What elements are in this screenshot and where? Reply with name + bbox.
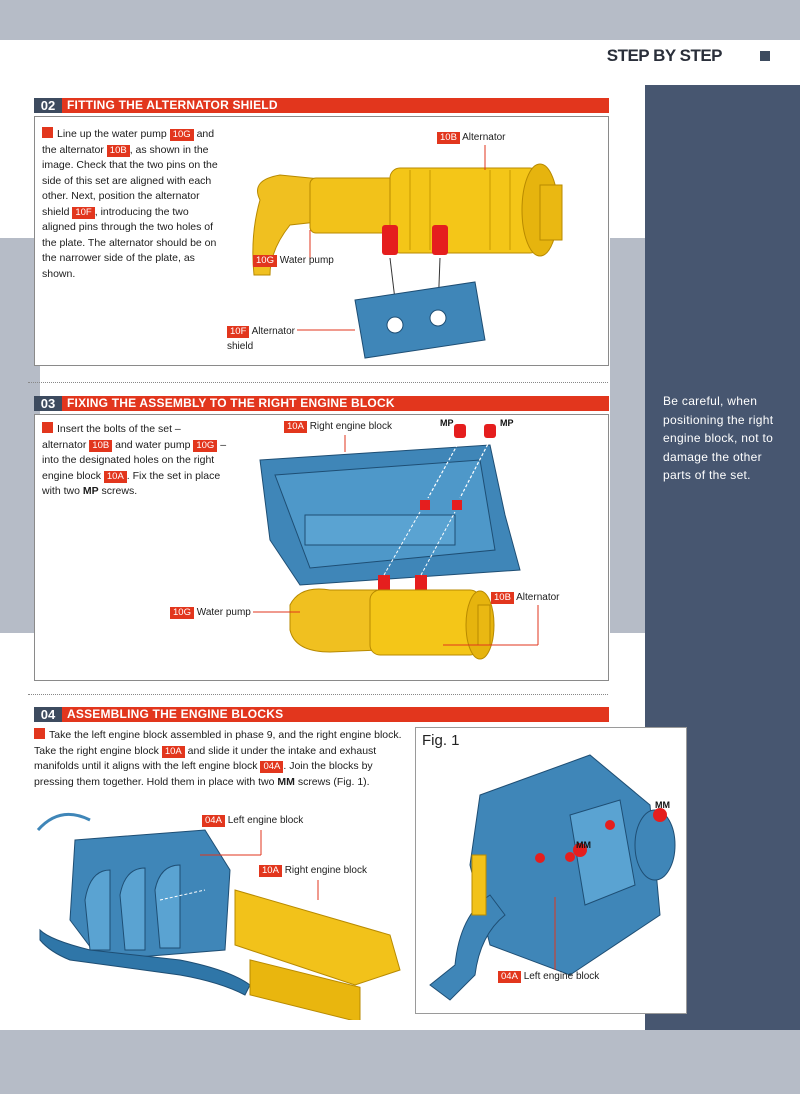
figure-1-label-mm1: MM [655,800,670,810]
step02-illustration [252,145,563,359]
part-tag: 10A [161,745,185,758]
step02-title: FITTING THE ALTERNATOR SHIELD [67,98,278,112]
bullet-square-icon [42,422,53,433]
step04-label-right-block: 10A Right engine block [259,864,367,877]
part-tag: 10F [72,206,95,219]
bullet-square-icon [34,728,45,739]
step02-title-bar [34,98,609,113]
step04-number: 04 [34,707,62,722]
step03-illustration [253,424,539,660]
part-tag: 10A [103,470,127,483]
side-note: Be careful, when positioning the right e… [663,394,774,482]
part-tag: 10G [193,439,218,452]
step03-number: 03 [34,396,62,411]
bottom-band [0,1030,800,1094]
bullet-square-icon [42,127,53,138]
step03-label-mp2: MP [500,418,514,428]
step03-label-block: 10A Right engine block [284,420,392,433]
page-header-title: STEP BY STEP [606,46,723,65]
step02-label-water-pump: 10G Water pump [253,254,334,267]
part-tag: 10B [106,144,130,157]
step02-label-shield: 10F Alternator shield [227,326,295,352]
step04-title-bar [34,707,609,722]
part-tag: 04A [260,761,284,773]
step03-label-mp1: MP [440,418,454,428]
divider [28,694,608,695]
right-gray-band [610,238,645,633]
top-band [0,0,800,40]
part-tag: 10G [169,129,194,141]
step04-title: ASSEMBLING THE ENGINE BLOCKS [67,707,284,721]
header-right-area [645,40,800,85]
step02-instructions: Line up the water pump 10G and the alter… [42,127,218,280]
step03-label-water-pump: 10G Water pump [170,606,251,619]
header-square-icon [760,51,770,61]
step04-label-left-block: 04A Left engine block [202,814,303,827]
figure-1-illustration [429,754,676,1001]
step02-label-alternator: 10B Alternator [437,131,506,144]
step04-instructions: Take the left engine block assembled in … [34,728,402,788]
left-gray-band [0,238,40,633]
figure-1-label-mm2: MM [576,840,591,850]
divider [28,382,608,383]
step03-label-alternator: 10B Alternator [491,591,560,604]
step03-title: FIXING THE ASSEMBLY TO THE RIGHT ENGINE … [67,396,395,410]
figure-1-title: Fig. 1 [422,732,460,749]
step04-illustration [36,812,401,1020]
figure-1-label-left-block: 04A Left engine block [498,970,599,983]
part-tag: 10B [89,439,113,452]
step03-title-bar [34,396,609,411]
step03-instructions: Insert the bolts of the set – alternator… [42,422,227,497]
step02-number: 02 [34,98,62,113]
